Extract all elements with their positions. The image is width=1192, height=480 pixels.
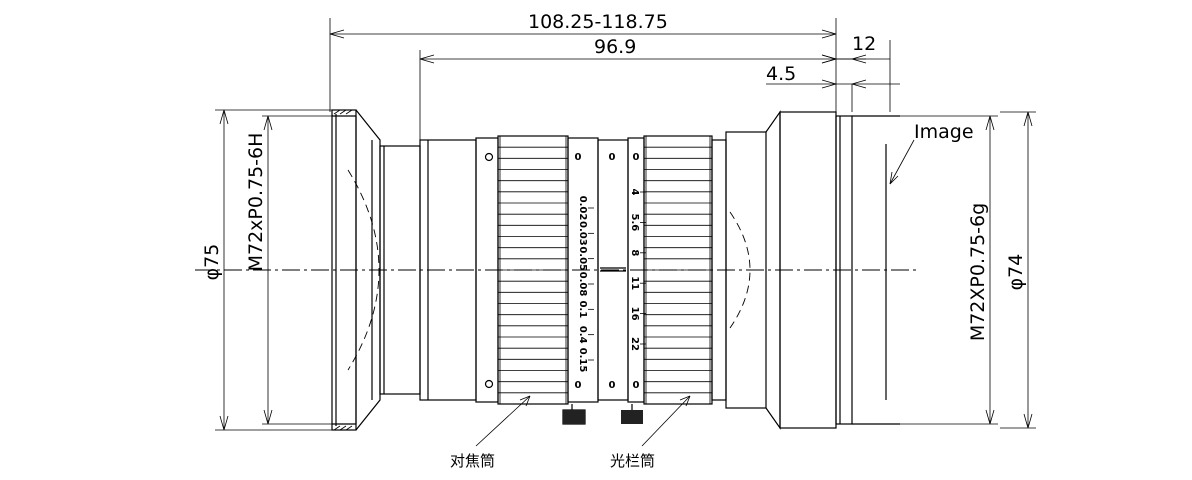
dimension-rear-thread: M72XP0.75-6g: [860, 115, 998, 425]
focus-lock-knob[interactable]: [562, 404, 586, 425]
image-leader: Image: [889, 121, 974, 185]
focus-scale-band: 0 0 0.020.030.050.08 0.1 0.4 0.15: [567, 137, 599, 403]
iris-scale-value: 8: [629, 249, 640, 256]
focus-ring-label: 对焦筒: [450, 452, 495, 470]
offset-label: 4.5: [766, 63, 796, 85]
iris-ring-knurl: [644, 135, 712, 405]
iris-scale-value: 11: [629, 276, 640, 290]
dimension-total-length: 108.25-118.75: [329, 11, 837, 112]
focus-ring[interactable]: [497, 135, 569, 405]
dimension-front-thread: M72xP0.75-6H: [245, 115, 336, 425]
focus-ring-leader: 对焦筒: [450, 395, 531, 470]
focus-scale-value: 0.03: [577, 221, 588, 246]
iris-scale-value: 16: [629, 307, 640, 321]
focus-zero-top: 0: [575, 152, 582, 163]
dimension-body-length: 96.9: [419, 36, 837, 140]
iris-zero-top: 0: [633, 152, 640, 163]
rear-thread-label: M72XP0.75-6g: [967, 203, 989, 341]
mid-zero-bottom: 0: [609, 380, 616, 391]
rear-body: [711, 110, 900, 430]
focus-zero-bottom: 0: [575, 380, 582, 391]
front-barrel: [379, 137, 499, 403]
iris-ring-leader: 光栏筒: [610, 395, 691, 470]
front-thread-label: M72xP0.75-6H: [245, 133, 267, 272]
iris-zero-bottom: 0: [633, 380, 640, 391]
screw-icon: [484, 152, 494, 162]
focus-scale-value: 0.02: [577, 196, 588, 221]
dimension-rear-diameter: φ74: [1000, 111, 1036, 429]
focus-scale-value: 0.05: [577, 246, 588, 271]
dimension-offset: 4.5: [766, 63, 900, 112]
dimension-flange: 12: [821, 33, 891, 112]
focus-scale-value: 0.15: [577, 348, 588, 373]
rear-diameter-label: φ74: [1005, 254, 1027, 291]
iris-scale-value: 5.6: [629, 214, 640, 232]
dimension-front-diameter: φ75: [201, 109, 336, 431]
iris-scale-value: 22: [629, 337, 640, 351]
focus-scale-value: 0.08: [577, 272, 588, 297]
focus-scale-labels: 0.020.030.050.08 0.1 0.4 0.15: [577, 196, 594, 373]
iris-scale-value: 4: [629, 189, 640, 196]
iris-lock-knob[interactable]: [621, 404, 643, 424]
iris-ring[interactable]: [643, 135, 713, 405]
focus-scale-value: 0.4: [577, 326, 588, 344]
flange-label: 12: [852, 33, 876, 55]
total-length-label: 108.25-118.75: [528, 11, 668, 33]
focus-scale-value: 0.1: [577, 300, 588, 318]
focus-ring-knurl: [498, 135, 568, 405]
mid-zero-top: 0: [609, 152, 616, 163]
image-label: Image: [914, 121, 974, 143]
body-length-label: 96.9: [594, 36, 636, 58]
iris-ring-label: 光栏筒: [610, 452, 655, 470]
screw-icon: [484, 379, 494, 389]
front-diameter-label: φ75: [201, 244, 223, 281]
